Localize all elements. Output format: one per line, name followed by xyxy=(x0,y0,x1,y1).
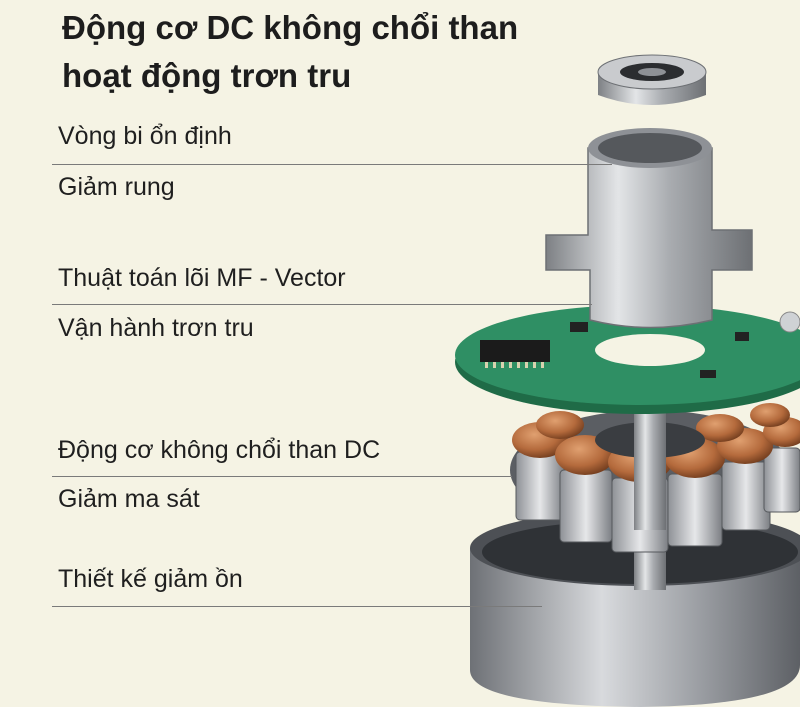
feature-label-motor: Động cơ không chổi than DC xyxy=(58,436,381,464)
ball-bearing xyxy=(597,54,707,105)
title-line-2: hoạt động trơn tru xyxy=(62,57,352,94)
pcb-board xyxy=(455,305,800,414)
bearing-housing xyxy=(545,128,753,329)
feature-sub-algorithm: Vận hành trơn tru xyxy=(58,314,254,342)
feature-sub-motor: Giảm ma sát xyxy=(58,485,200,513)
title-line-1: Động cơ DC không chổi than xyxy=(62,9,519,46)
feature-label-bearing: Vòng bi ổn định xyxy=(58,122,232,150)
feature-label-noise: Thiết kế giảm ồn xyxy=(58,565,243,593)
leader-line-bearing xyxy=(52,164,612,165)
feature-sub-bearing: Giảm rung xyxy=(58,173,175,201)
leader-line-noise xyxy=(52,606,542,607)
page-title: Động cơ DC không chổi than hoạt động trơ… xyxy=(62,4,518,100)
feature-label-algorithm: Thuật toán lõi MF - Vector xyxy=(58,264,346,292)
stator-coils xyxy=(510,403,800,553)
leader-line-algorithm xyxy=(52,304,592,305)
leader-line-motor xyxy=(52,476,512,477)
